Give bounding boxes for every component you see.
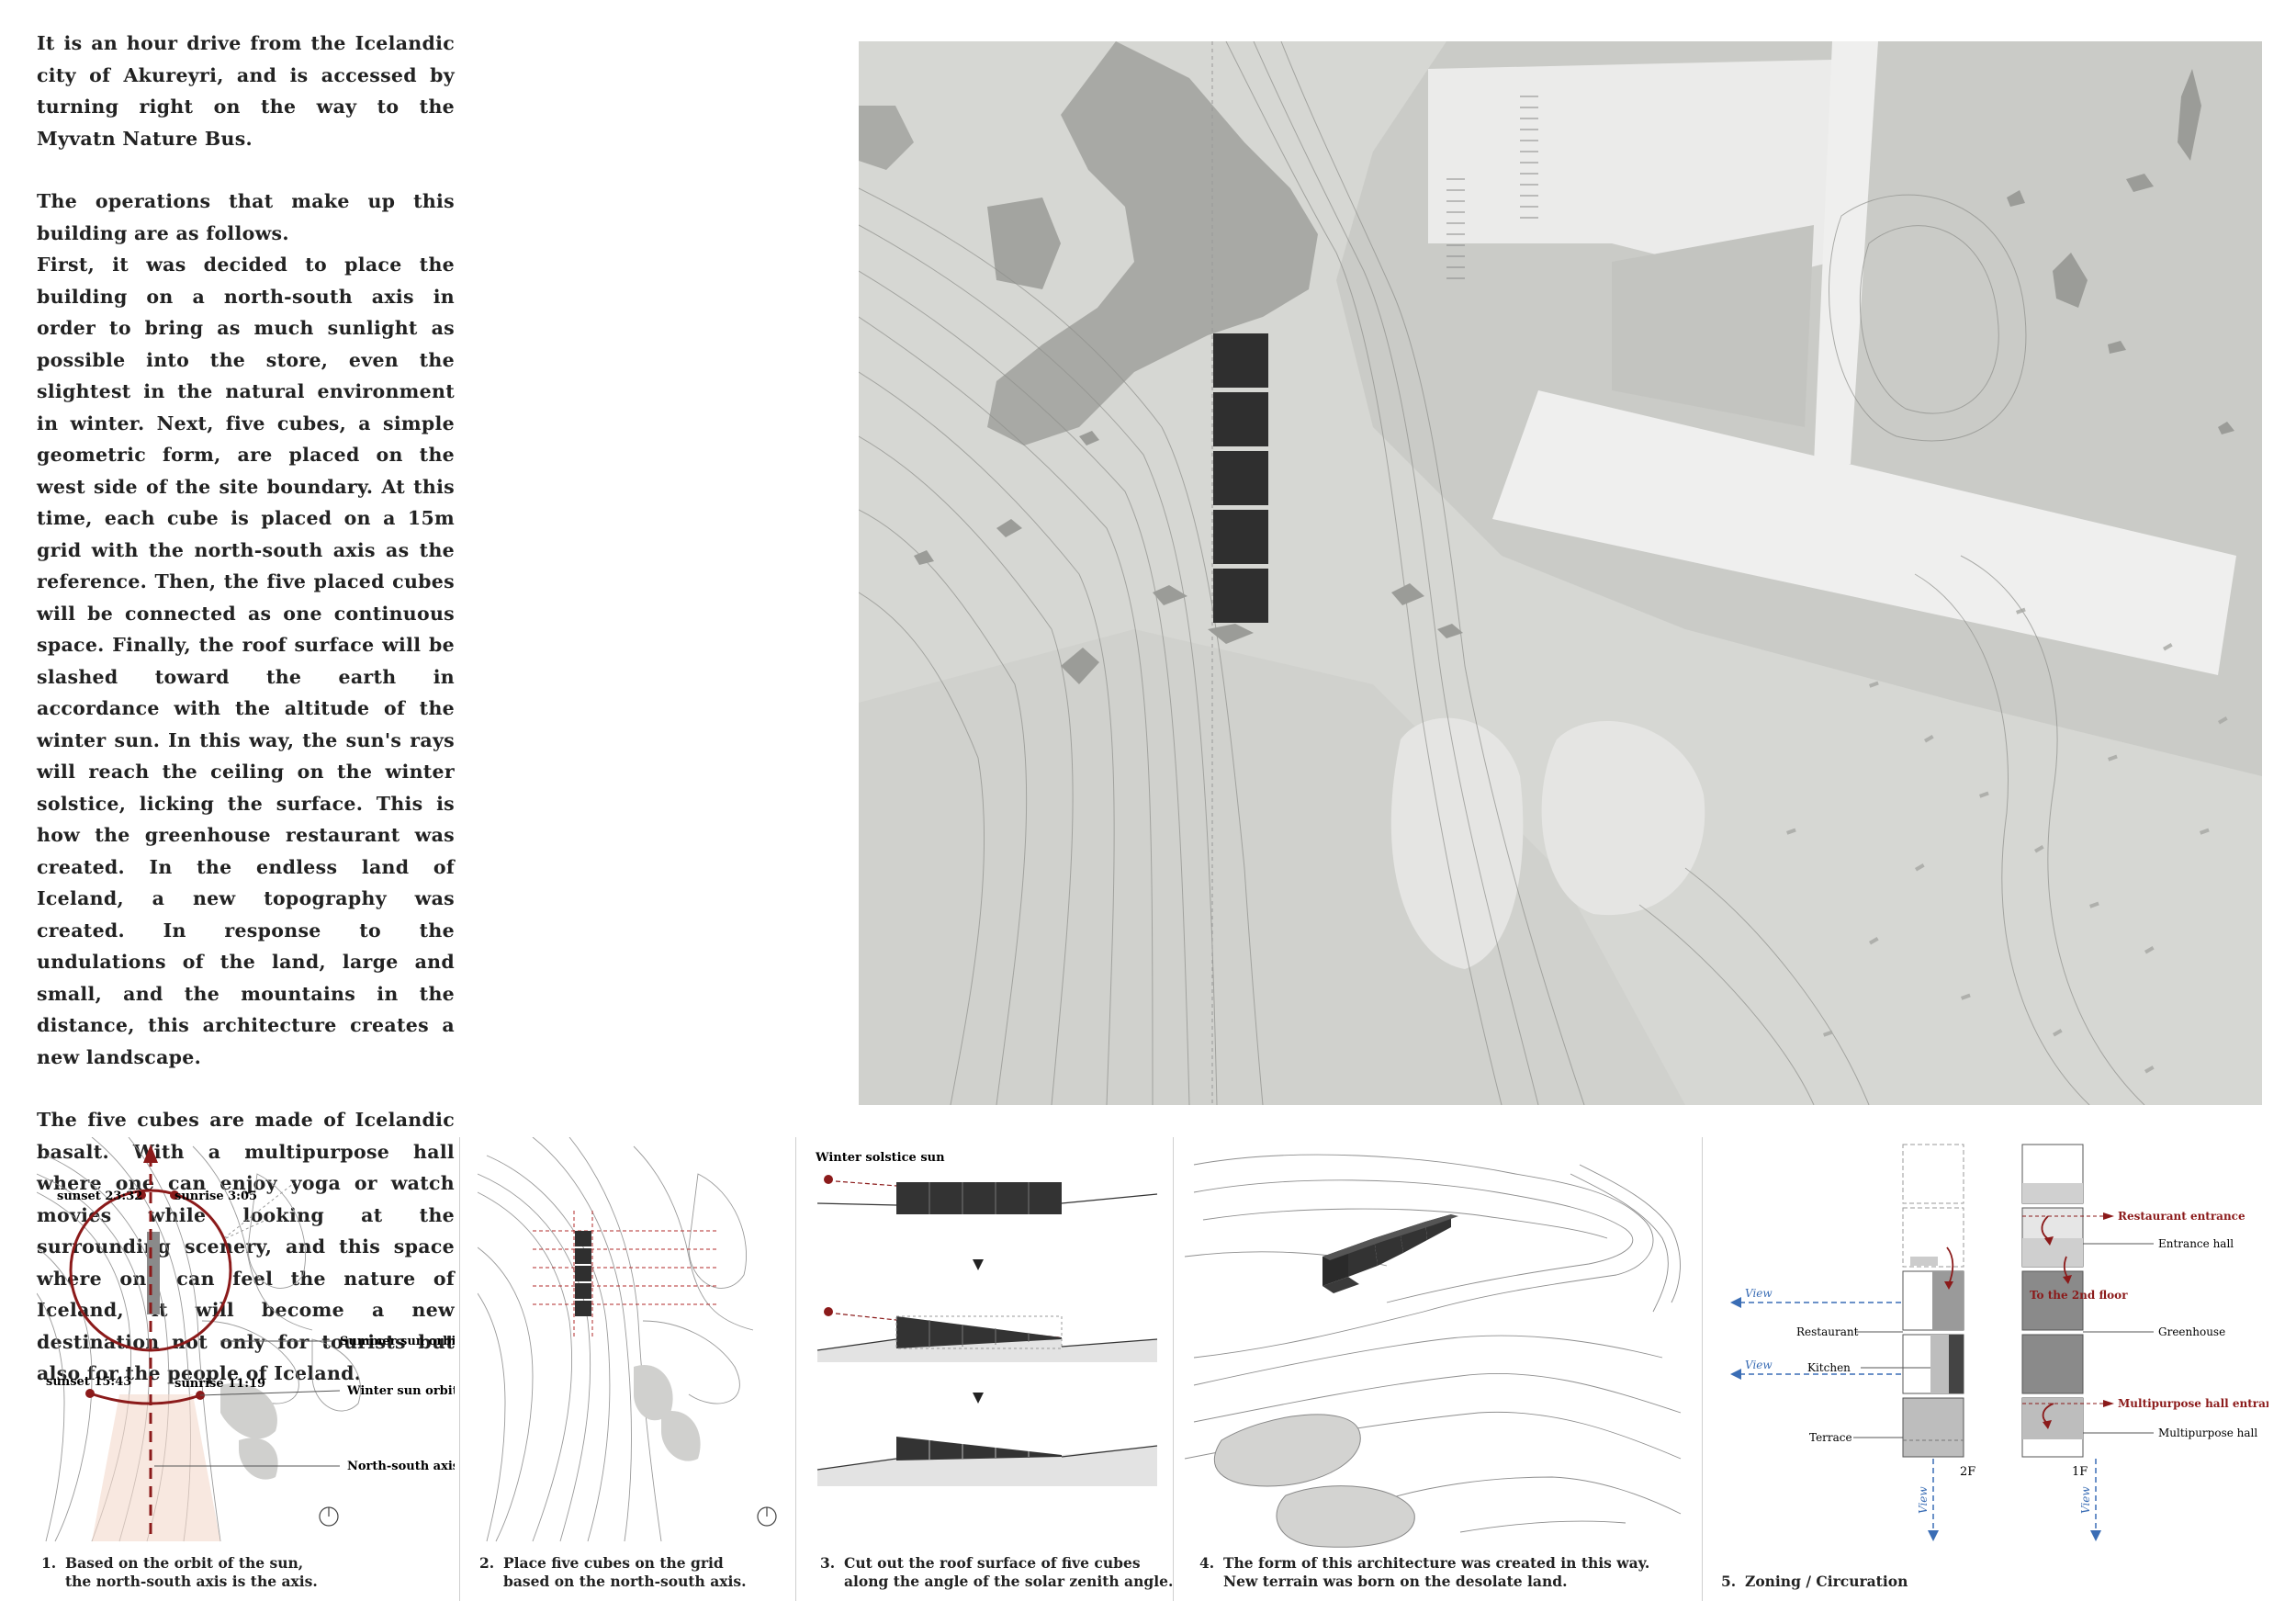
view-label-2: View	[1745, 1359, 1773, 1371]
sunrise-summer-label: sunrise 3:05	[174, 1190, 257, 1203]
caption-1-line1: Based on the orbit of the sun,	[65, 1554, 304, 1572]
divider-1	[459, 1137, 460, 1601]
down-arrow-icon	[973, 1393, 984, 1404]
roof-cut-drawing: Winter solstice sun	[815, 1151, 1158, 1486]
sun-icon	[824, 1175, 833, 1184]
view-arrow-icon	[1730, 1369, 1741, 1380]
diagram-perspective	[1184, 1137, 1694, 1596]
site-plan-drawing	[859, 41, 2262, 1105]
caption-3: 3. Cut out the roof surface of five cubes…	[820, 1554, 1173, 1591]
terrace-label: Terrace	[1809, 1431, 1852, 1444]
paragraph-operations: First, it was decided to place the build…	[37, 254, 455, 1068]
caption-3-number: 3.	[820, 1554, 836, 1572]
sun-orbit-drawing: sunset 23:32 sunrise 3:05 sunset 15:43 s…	[36, 1136, 461, 1542]
description-text: It is an hour drive from the Icelandic c…	[37, 28, 455, 1421]
divider-2	[795, 1137, 796, 1601]
five-cubes-plan	[1213, 333, 1268, 623]
sunset-summer-label: sunset 23:32	[57, 1190, 142, 1203]
zoning-drawing: View View View View Restaurant Kitchen T…	[1730, 1144, 2288, 1541]
divider-3	[1173, 1137, 1174, 1601]
diagram-roof-cut: Winter solstice sun	[808, 1137, 1166, 1596]
divider-4	[1702, 1137, 1703, 1601]
caption-4-line1: The form of this architecture was create…	[1223, 1554, 1650, 1572]
north-south-axis-label: North-south axis	[347, 1460, 455, 1473]
greenhouse-label: Greenhouse	[2158, 1325, 2225, 1338]
paragraph-operations-intro: The operations that make up this buildin…	[37, 190, 455, 244]
sun-icon	[824, 1307, 833, 1316]
view-arrow-icon	[2090, 1530, 2101, 1541]
restaurant-label: Restaurant	[1796, 1325, 1859, 1338]
caption-2-line1: Place five cubes on the grid	[503, 1554, 724, 1572]
diagram-grid-placement	[477, 1136, 790, 1596]
entrance-arrow-icon	[2103, 1400, 2114, 1407]
caption-4-line2: New terrain was born on the desolate lan…	[1223, 1573, 1568, 1590]
view-arrow-icon	[1928, 1530, 1939, 1541]
floor-1f-label: 1F	[2072, 1465, 2088, 1479]
view-label-4: View	[2079, 1486, 2092, 1514]
caption-5-line1: Zoning / Circuration	[1745, 1573, 1908, 1590]
view-arrow-icon	[1730, 1297, 1741, 1308]
five-cubes-perspective	[1322, 1214, 1458, 1293]
paragraph-access: It is an hour drive from the Icelandic c…	[37, 32, 455, 150]
caption-4-number: 4.	[1199, 1554, 1215, 1572]
view-label-1: View	[1745, 1287, 1773, 1300]
diagram-zoning: View View View View Restaurant Kitchen T…	[1717, 1137, 2288, 1596]
multipurpose-entrance-label: Multipurpose hall entrance	[2118, 1397, 2268, 1410]
caption-3-line1: Cut out the roof surface of five cubes	[844, 1554, 1141, 1572]
restaurant-entrance-label: Restaurant entrance	[2118, 1210, 2245, 1223]
sunrise-winter-label: sunrise 11:19	[174, 1377, 265, 1391]
entrance-arrow-icon	[2103, 1212, 2114, 1220]
kitchen-label: Kitchen	[1807, 1361, 1851, 1374]
caption-2-line2: based on the north-south axis.	[503, 1573, 747, 1590]
site-plan-map	[859, 41, 2262, 1105]
to-2nd-floor-label: To the 2nd floor	[2030, 1289, 2128, 1302]
caption-1: 1. Based on the orbit of the sun, the nor…	[41, 1554, 318, 1591]
caption-1-number: 1.	[41, 1554, 57, 1572]
caption-4: 4. The form of this architecture was crea…	[1199, 1554, 1649, 1591]
caption-2: 2. Place five cubes on the grid based on …	[479, 1554, 746, 1591]
down-arrow-icon	[973, 1259, 984, 1270]
caption-2-number: 2.	[479, 1554, 495, 1572]
caption-3-line2: along the angle of the solar zenith angl…	[844, 1573, 1174, 1590]
entrance-hall-label: Entrance hall	[2158, 1237, 2234, 1250]
caption-5-number: 5.	[1721, 1573, 1737, 1590]
summer-orbit-label: Summer sun orbit	[340, 1335, 455, 1348]
sunset-winter-label: sunset 15:43	[46, 1375, 131, 1389]
perspective-drawing	[1184, 1154, 1682, 1548]
grid-placement-drawing	[477, 1136, 777, 1542]
caption-1-line2: the north-south axis is the axis.	[65, 1573, 318, 1590]
winter-orbit-label: Winter sun orbit	[346, 1384, 455, 1398]
floor-2f-label: 2F	[1960, 1465, 1975, 1479]
view-label-3: View	[1917, 1486, 1930, 1514]
multipurpose-hall-label: Multipurpose hall	[2158, 1427, 2257, 1439]
caption-5: 5. Zoning / Circuration	[1721, 1573, 1908, 1591]
winter-sun-label: Winter solstice sun	[815, 1151, 945, 1165]
diagram-sun-orbit: sunset 23:32 sunrise 3:05 sunset 15:43 s…	[36, 1136, 461, 1596]
